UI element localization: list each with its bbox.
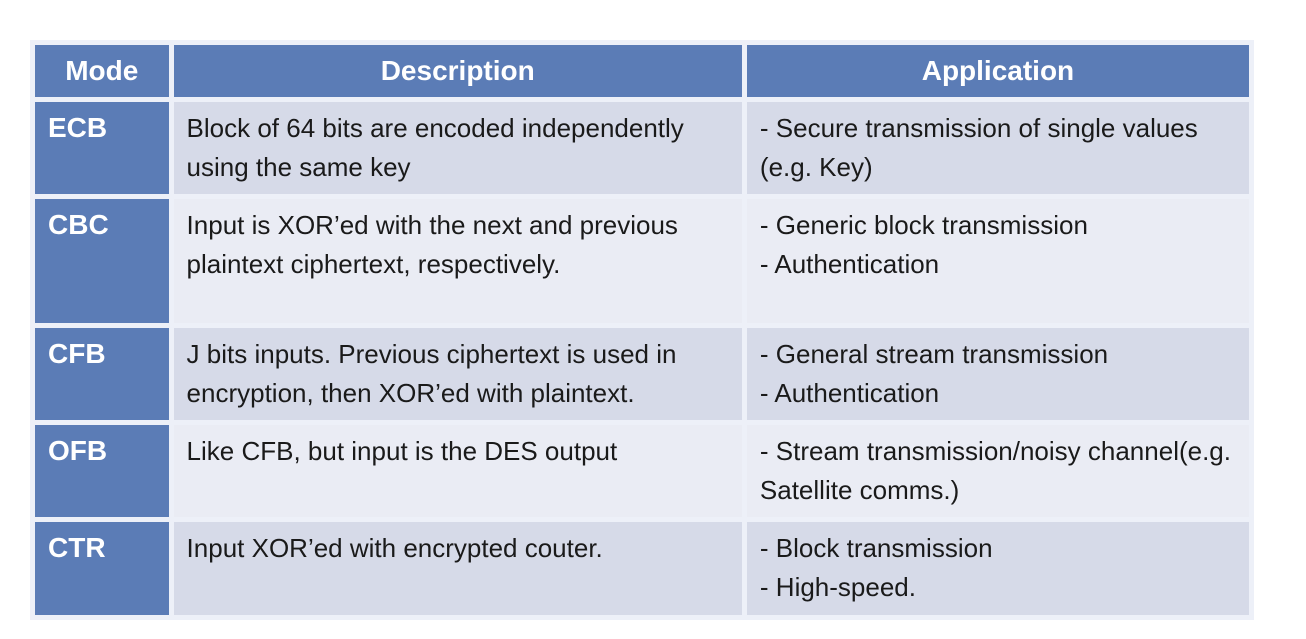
header-cell-description: Description <box>173 45 742 97</box>
application-line: - General stream transmission <box>759 339 1109 369</box>
application-line: - Secure transmission of single values (… <box>759 113 1198 182</box>
table-row: CFB J bits inputs. Previous ciphertext i… <box>35 328 1249 420</box>
application-cell: - Stream transmission/noisy channel(e.g.… <box>746 425 1249 517</box>
application-cell: - Generic block transmission - Authentica… <box>746 199 1249 323</box>
description-cell: Block of 64 bits are encoded independent… <box>173 102 742 194</box>
table-row: OFB Like CFB, but input is the DES outpu… <box>35 425 1249 517</box>
table-row: ECB Block of 64 bits are encoded indepen… <box>35 102 1249 194</box>
table-row: CTR Input XOR’ed with encrypted couter. … <box>35 522 1249 615</box>
application-cell: - Secure transmission of single values (… <box>746 102 1249 194</box>
mode-cell: CBC <box>35 199 169 323</box>
application-line: - High-speed. <box>759 572 916 602</box>
header-cell-mode: Mode <box>35 45 169 97</box>
mode-cell: CTR <box>35 522 169 615</box>
application-cell: - Block transmission - High-speed. <box>746 522 1249 615</box>
mode-cell: CFB <box>35 328 169 420</box>
description-cell: J bits inputs. Previous ciphertext is us… <box>173 328 742 420</box>
application-cell: - General stream transmission - Authentic… <box>746 328 1249 420</box>
application-line: - Authentication <box>759 249 940 279</box>
application-line: - Authentication <box>759 378 940 408</box>
description-cell: Like CFB, but input is the DES output <box>173 425 742 517</box>
header-row: Mode Description Application <box>35 45 1249 97</box>
description-cell: Input XOR’ed with encrypted couter. <box>173 522 742 615</box>
cipher-modes-table: Mode Description Application ECB Block o… <box>30 40 1254 620</box>
table-row: CBC Input is XOR’ed with the next and pr… <box>35 199 1249 323</box>
header-cell-application: Application <box>746 45 1249 97</box>
application-line: - Generic block transmission <box>759 210 1088 240</box>
mode-cell: ECB <box>35 102 169 194</box>
mode-cell: OFB <box>35 425 169 517</box>
description-cell: Input is XOR’ed with the next and previo… <box>173 199 742 323</box>
table-body: ECB Block of 64 bits are encoded indepen… <box>35 102 1249 615</box>
application-line: - Stream transmission/noisy channel(e.g.… <box>759 436 1231 505</box>
application-line: - Block transmission <box>759 533 993 563</box>
table-header: Mode Description Application <box>35 45 1249 97</box>
